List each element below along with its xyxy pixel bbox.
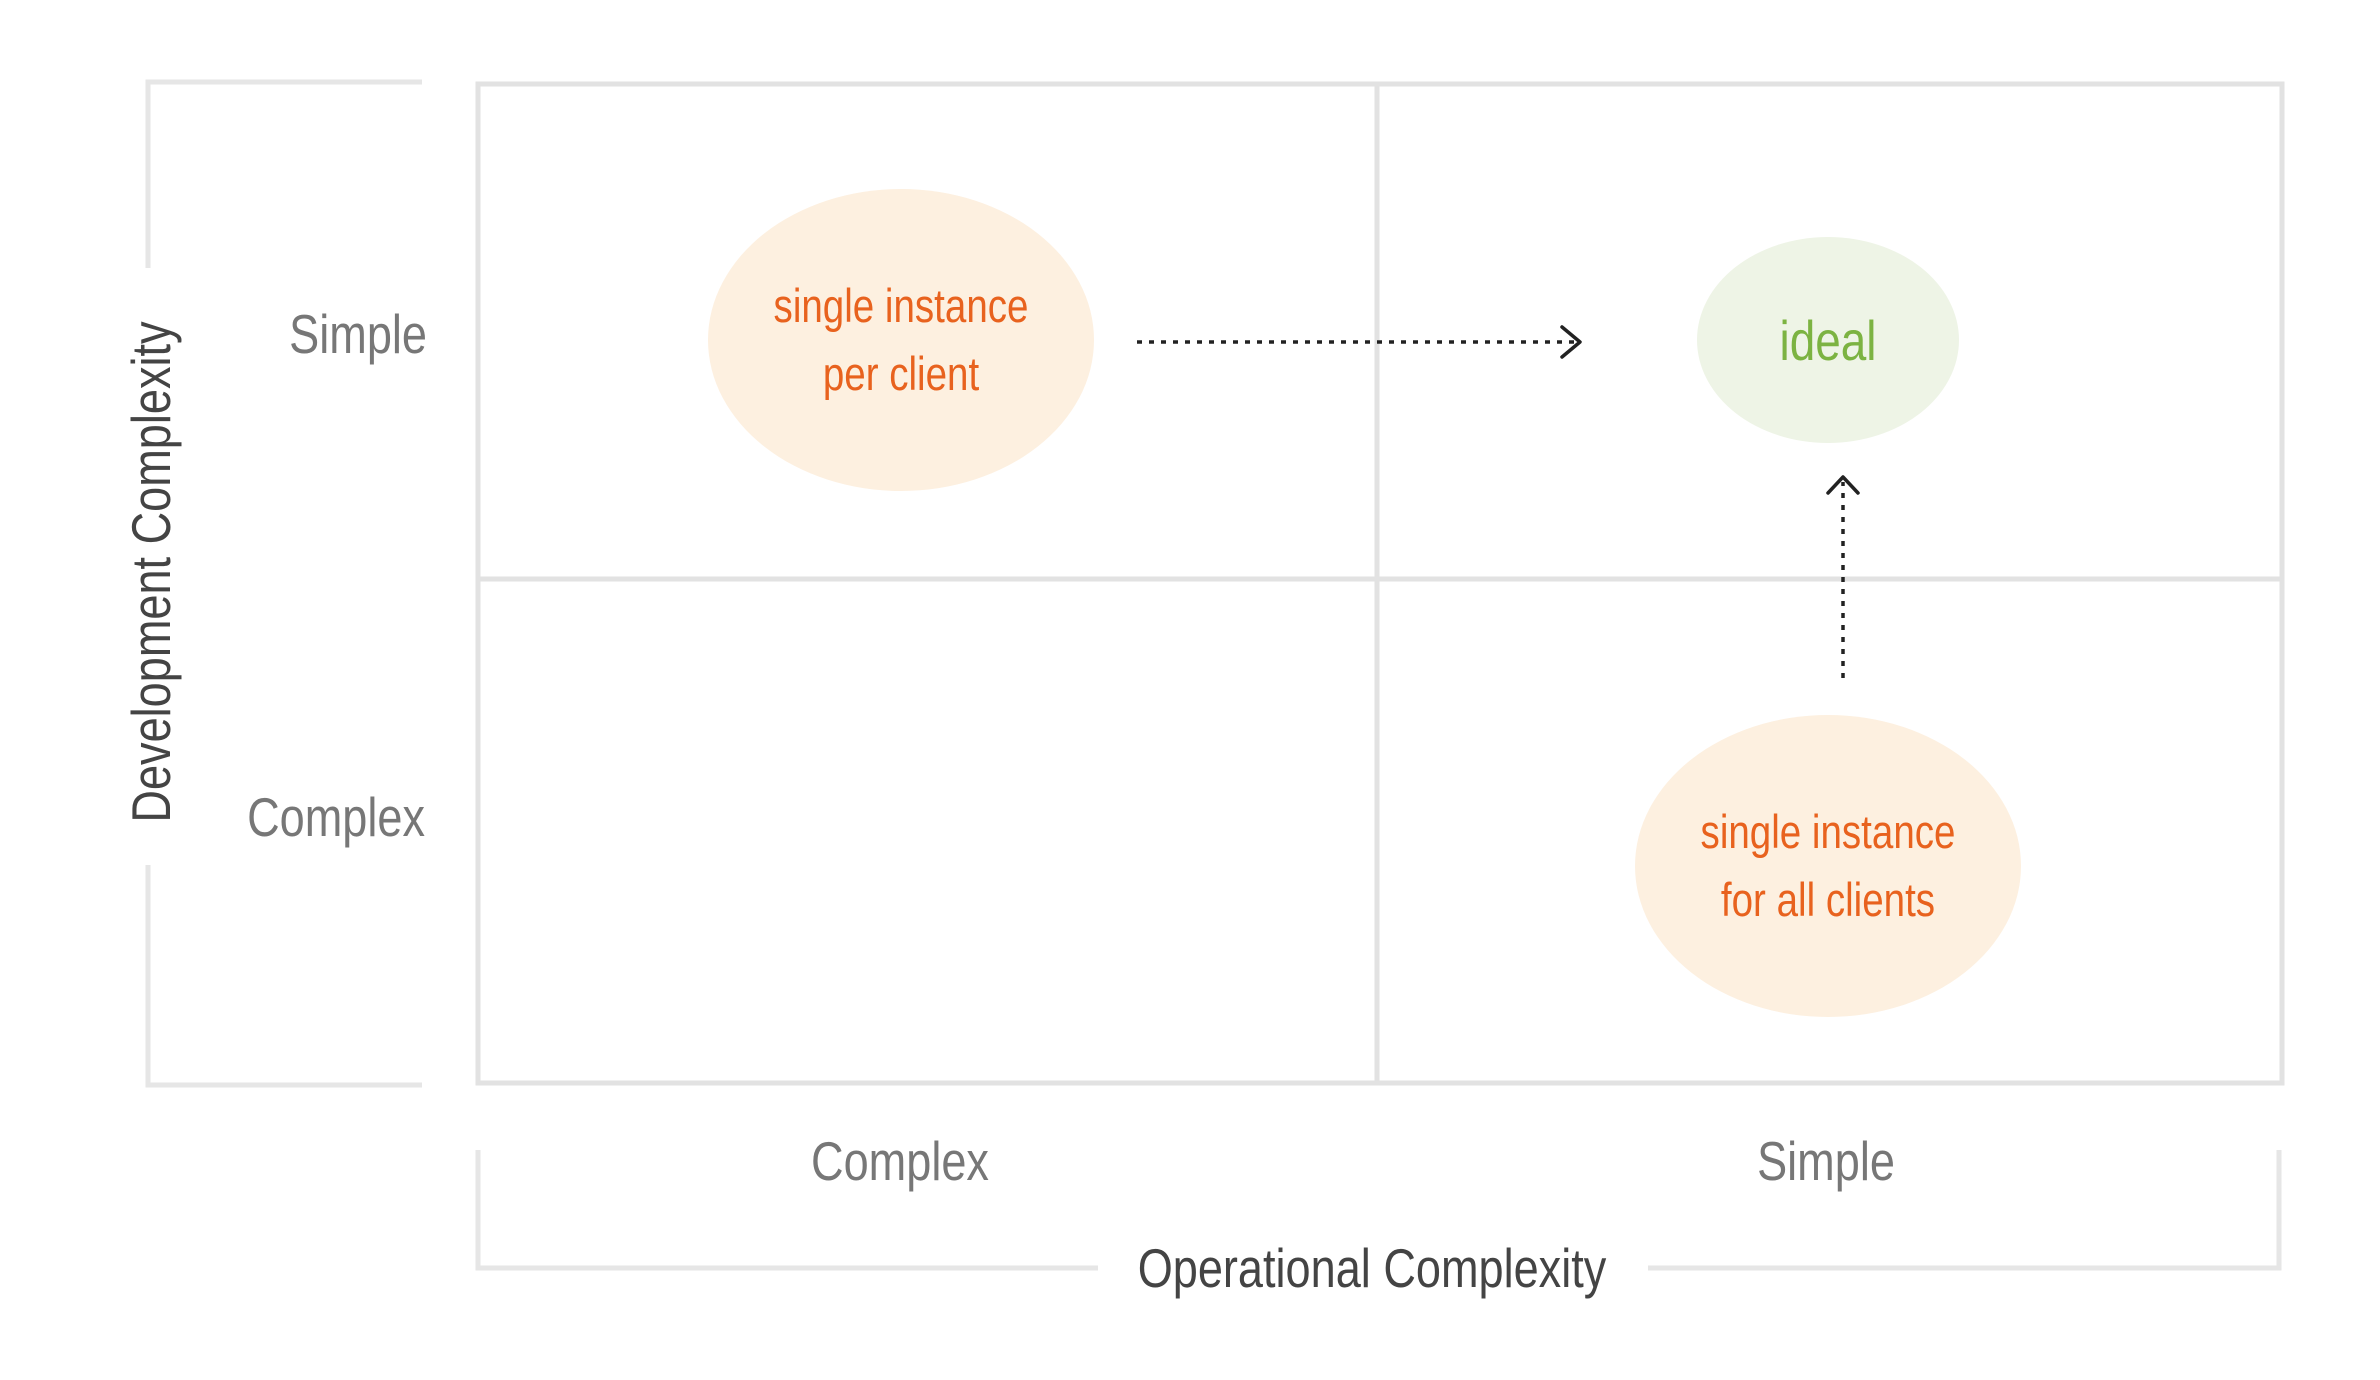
arrow-per-client-to-ideal [1137,325,1582,359]
bubble-single-instance-for-all-clients: single instance for all clients [1635,715,2021,1017]
bubble-shape-all-clients [1635,715,2021,1017]
grid-border [475,81,2285,1086]
y-axis-title: Development Complexity [120,321,182,823]
arrow-all-clients-to-ideal [1826,475,1860,678]
bubble-ideal: ideal [1697,237,1959,443]
bubble-single-instance-per-client: single instance per client [708,189,1094,491]
bubble-per-client-line1: single instance [774,280,1029,332]
bubble-ideal-label: ideal [1780,310,1877,372]
arrow-head-horizontal [1560,325,1582,359]
quadrant-grid [475,81,2285,1086]
y-tick-simple: Simple [289,303,427,365]
bubble-shape-per-client [708,189,1094,491]
x-axis-title: Operational Complexity [1138,1237,1607,1299]
arrow-head-vertical [1826,475,1860,495]
bubble-per-client-line2: per client [823,348,979,400]
x-tick-complex: Complex [811,1130,989,1192]
bubble-all-clients-line2: for all clients [1721,874,1935,926]
y-axis-bracket [145,79,422,1088]
y-tick-complex: Complex [247,786,425,848]
bubble-all-clients-line1: single instance [1701,806,1956,858]
x-tick-simple: Simple [1757,1130,1895,1192]
x-axis-bracket [475,1150,2282,1271]
bubble-shape-ideal [1697,237,1959,443]
